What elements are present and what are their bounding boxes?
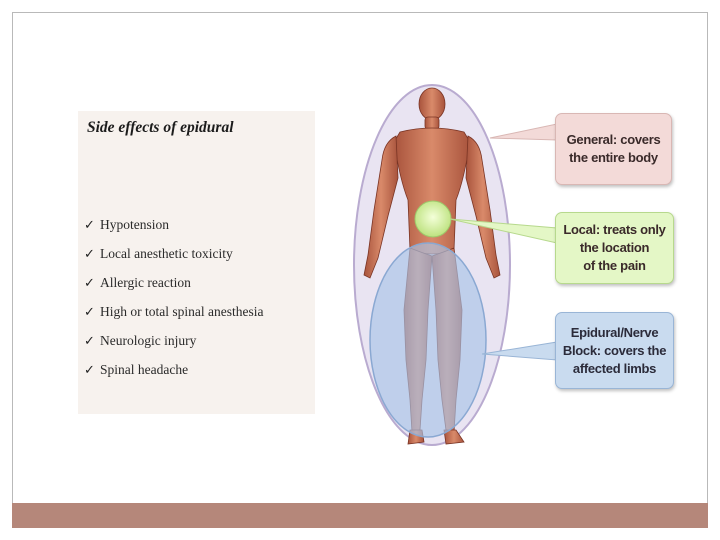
list-item-label: Spinal headache [100, 362, 189, 377]
list-item: ✓ Local anesthetic toxicity [84, 246, 263, 275]
checkmark-icon: ✓ [84, 333, 95, 348]
general-callout-text: General: covers the entire body [566, 132, 661, 165]
list-item-label: High or total spinal anesthesia [100, 304, 264, 319]
list-item-label: Hypotension [100, 217, 169, 232]
list-item: ✓ Allergic reaction [84, 275, 263, 304]
checkmark-icon: ✓ [84, 304, 95, 319]
list-item: ✓ Neurologic injury [84, 333, 263, 362]
list-item: ✓ High or total spinal anesthesia [84, 304, 263, 333]
local-coverage-circle [414, 200, 452, 238]
epidural-callout: Epidural/Nerve Block: covers the affecte… [555, 312, 674, 389]
side-effects-panel: Side effects of epidural ✓ Hypotension ✓ L… [78, 111, 315, 414]
list-item: ✓ Hypotension [84, 217, 263, 246]
list-item-label: Local anesthetic toxicity [100, 246, 233, 261]
list-item: ✓ Spinal headache [84, 362, 263, 391]
footer-bar [12, 503, 708, 528]
list-item-label: Allergic reaction [100, 275, 191, 290]
checkmark-icon: ✓ [84, 275, 95, 290]
panel-title: Side effects of epidural [87, 119, 234, 136]
checkmark-icon: ✓ [84, 246, 95, 261]
checkmark-icon: ✓ [84, 362, 95, 377]
side-effects-list: ✓Hypotension ✓Local anesthetic toxicity … [84, 217, 263, 391]
epidural-callout-text: Epidural/Nerve Block: covers the affecte… [562, 324, 667, 376]
epidural-coverage-oval [369, 242, 487, 438]
local-callout-text: Local: treats only the location of the p… [563, 222, 666, 273]
anatomy-figure: General: covers the entire body Local: t… [340, 80, 685, 460]
checkmark-icon: ✓ [84, 217, 95, 232]
general-pointer [489, 123, 558, 141]
anatomy-illustration [353, 84, 558, 446]
list-item-label: Neurologic injury [100, 333, 197, 348]
general-callout: General: covers the entire body [555, 113, 672, 185]
local-callout: Local: treats only the location of the p… [555, 212, 674, 284]
